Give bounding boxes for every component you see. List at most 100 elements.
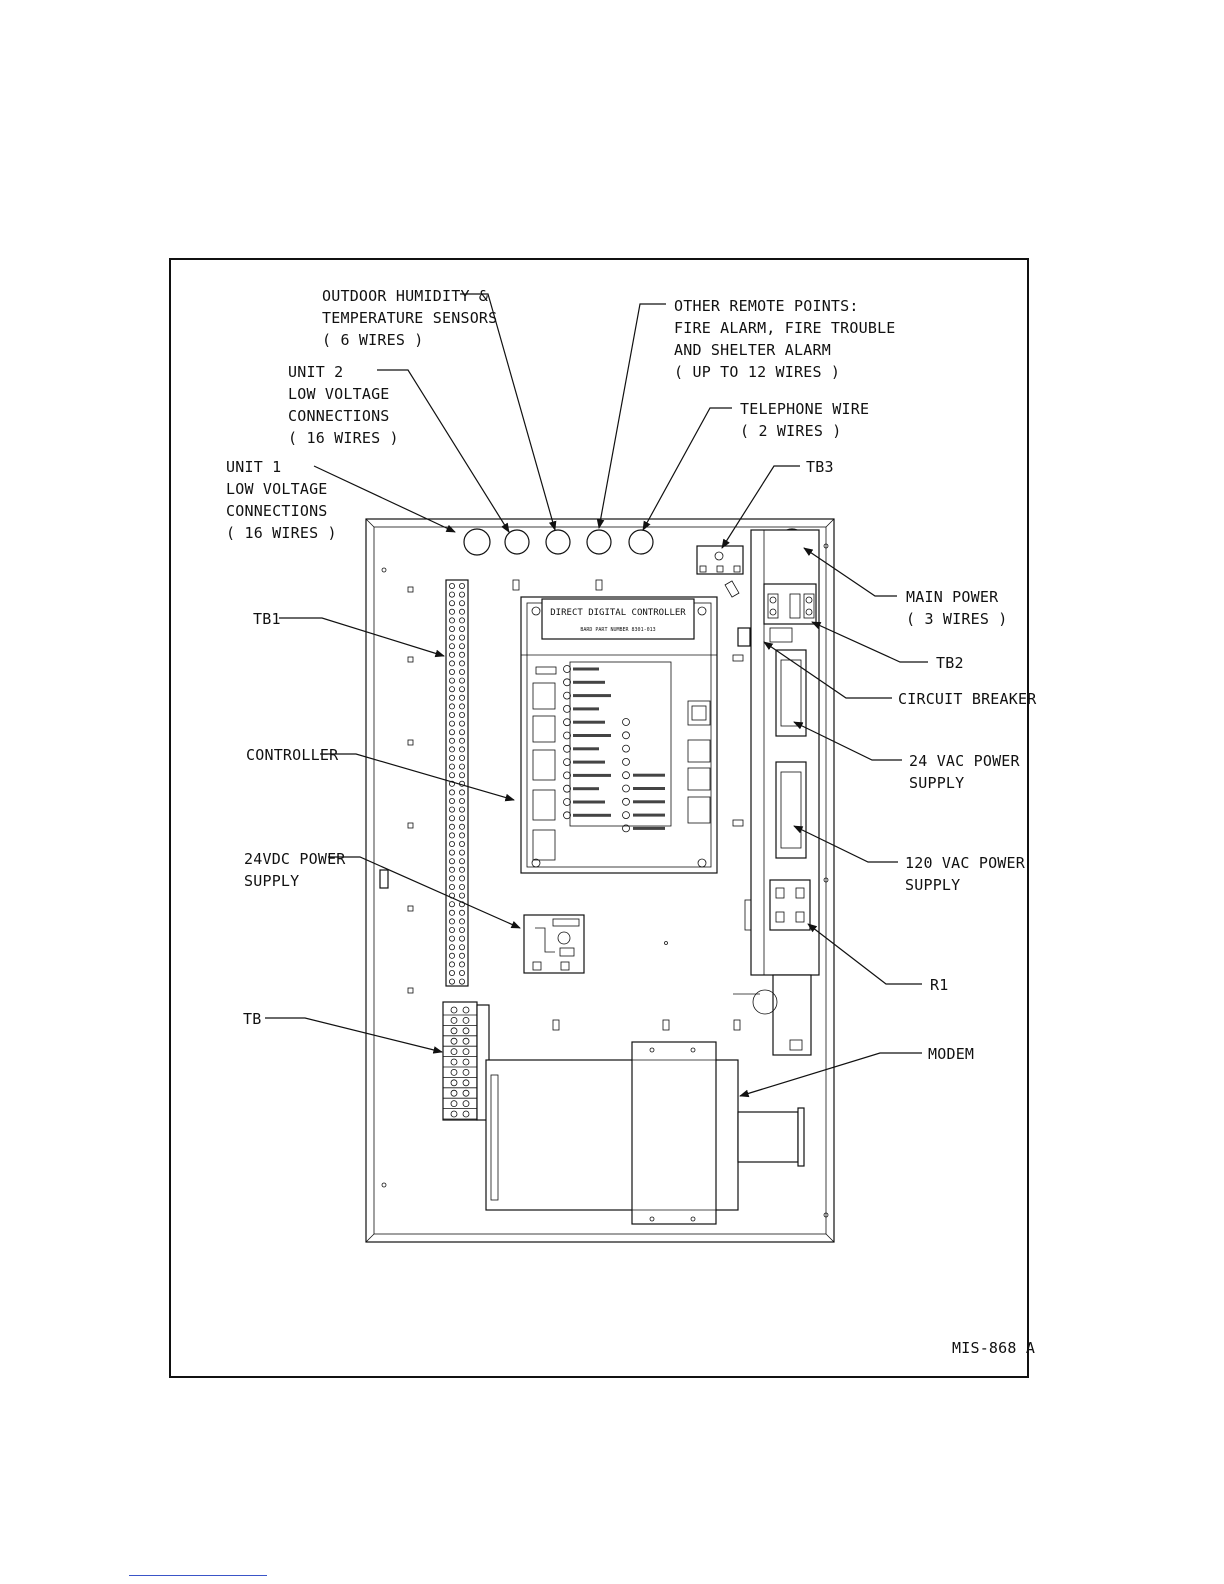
vdc24-line-2: SUPPLY xyxy=(244,872,299,890)
tb1-screw xyxy=(448,772,455,779)
tb1-screw xyxy=(458,634,465,641)
tb-screw xyxy=(462,1006,470,1014)
tb1-screw xyxy=(458,677,465,684)
tb1-screw xyxy=(448,978,455,985)
tb1-screw xyxy=(458,944,465,951)
label-unit1: UNIT 1 LOW VOLTAGE CONNECTIONS ( 16 WIRE… xyxy=(226,458,337,542)
tb1-screw xyxy=(458,901,465,908)
drawing-frame xyxy=(169,258,1029,1378)
tb-screw xyxy=(450,1017,458,1024)
tb1-screw xyxy=(448,608,455,615)
tb1-screw xyxy=(448,798,455,805)
tb-screw xyxy=(462,1069,470,1076)
tb1-screw xyxy=(448,651,455,658)
tb1-screw xyxy=(458,841,465,848)
unit2-line-4: ( 16 WIRES ) xyxy=(288,429,399,447)
controller-led xyxy=(622,744,630,753)
tb1-screw xyxy=(458,686,465,693)
label-outdoor-sensors: OUTDOOR HUMIDITY & TEMPERATURE SENSORS (… xyxy=(322,287,497,349)
controller-led xyxy=(563,758,571,766)
drawing-id: MIS-868 A xyxy=(952,1339,1035,1357)
main-power-line-2: ( 3 WIRES ) xyxy=(906,610,1008,628)
tb1-screw xyxy=(458,600,465,607)
controller-led-label xyxy=(573,787,599,791)
tb1-screw xyxy=(448,737,455,744)
controller-board: DIRECT DIGITAL CONTROLLER BARD PART NUMB… xyxy=(520,596,718,874)
unit1-line-3: CONNECTIONS xyxy=(226,502,328,520)
controller-led xyxy=(622,797,630,806)
remote-line-1: OTHER REMOTE POINTS: xyxy=(674,297,859,315)
tb1-screw xyxy=(448,583,455,590)
tb1-screw xyxy=(448,677,455,684)
tb1-screw xyxy=(448,901,455,908)
controller-led xyxy=(622,811,630,819)
tb1-screw xyxy=(448,952,455,959)
tb-screw xyxy=(450,1006,458,1014)
tb1-screw xyxy=(458,608,465,615)
tb1-screw xyxy=(448,694,455,701)
tb1-screw xyxy=(458,832,465,839)
unit2-line-1: UNIT 2 xyxy=(288,363,343,381)
tb1-screw xyxy=(458,746,465,753)
tb1-screw xyxy=(448,927,455,934)
tb-screw xyxy=(450,1058,458,1066)
tb1-screw xyxy=(448,720,455,727)
tb1-screw xyxy=(458,651,465,658)
vac24-line-1: 24 VAC POWER xyxy=(909,752,1021,770)
tb1-screw xyxy=(458,737,465,744)
tb1-screw xyxy=(448,832,455,839)
label-24vac: 24 VAC POWER SUPPLY xyxy=(909,752,1021,792)
tb1-screw xyxy=(448,703,455,710)
tb1-screw xyxy=(448,755,455,762)
remote-line-2: FIRE ALARM, FIRE TROUBLE xyxy=(674,319,896,337)
tb-screw xyxy=(462,1089,470,1097)
tb1-screw xyxy=(448,712,455,719)
tb1-screw xyxy=(448,823,455,830)
leader-lines xyxy=(265,293,928,1098)
controller-led xyxy=(563,811,571,820)
controller-led xyxy=(622,758,630,766)
controller-led-label xyxy=(633,800,665,804)
tb1-screw xyxy=(458,591,465,598)
tb1-screw xyxy=(448,875,455,882)
tb1-screw xyxy=(448,789,455,796)
tb1-screw xyxy=(448,884,455,891)
unit1-line-1: UNIT 1 xyxy=(226,458,281,476)
tb1-screw xyxy=(448,643,455,650)
tb1-screw xyxy=(458,660,465,667)
mount-marks xyxy=(407,579,744,1031)
controller-led-label xyxy=(573,694,611,698)
tb1-screw xyxy=(448,944,455,951)
tb1-screw xyxy=(458,927,465,934)
controller-led-label xyxy=(573,720,605,724)
tb1-screw xyxy=(458,772,465,779)
controller-led-label xyxy=(573,760,605,764)
label-telephone: TELEPHONE WIRE ( 2 WIRES ) xyxy=(740,400,869,440)
tb1-screw xyxy=(448,866,455,873)
tb1-screw xyxy=(448,935,455,942)
tb-screw xyxy=(450,1069,458,1076)
controller-led-label xyxy=(633,773,665,777)
remote-line-3: AND SHELTER ALARM xyxy=(674,341,831,359)
controller-led-label xyxy=(573,773,611,777)
controller-led-label xyxy=(573,813,611,817)
tb1-screw xyxy=(458,712,465,719)
tb1-screw xyxy=(448,746,455,753)
tb1-screw xyxy=(458,755,465,762)
tb1-screw xyxy=(458,952,465,959)
tb1-screw xyxy=(458,669,465,676)
controller-led xyxy=(622,784,630,793)
tb1-screw xyxy=(448,617,455,624)
label-modem: MODEM xyxy=(928,1045,974,1063)
controller-led xyxy=(563,798,571,806)
vdc24-line-1: 24VDC POWER xyxy=(244,850,346,868)
controller-led-label xyxy=(633,813,665,817)
controller-title: DIRECT DIGITAL CONTROLLER xyxy=(550,608,686,618)
tb-screw xyxy=(450,1089,458,1097)
tb-screw xyxy=(450,1100,458,1107)
label-tb: TB xyxy=(243,1010,261,1028)
vac24-line-2: SUPPLY xyxy=(909,774,964,792)
tb-screw xyxy=(462,1027,470,1035)
tb1-screw xyxy=(448,909,455,916)
